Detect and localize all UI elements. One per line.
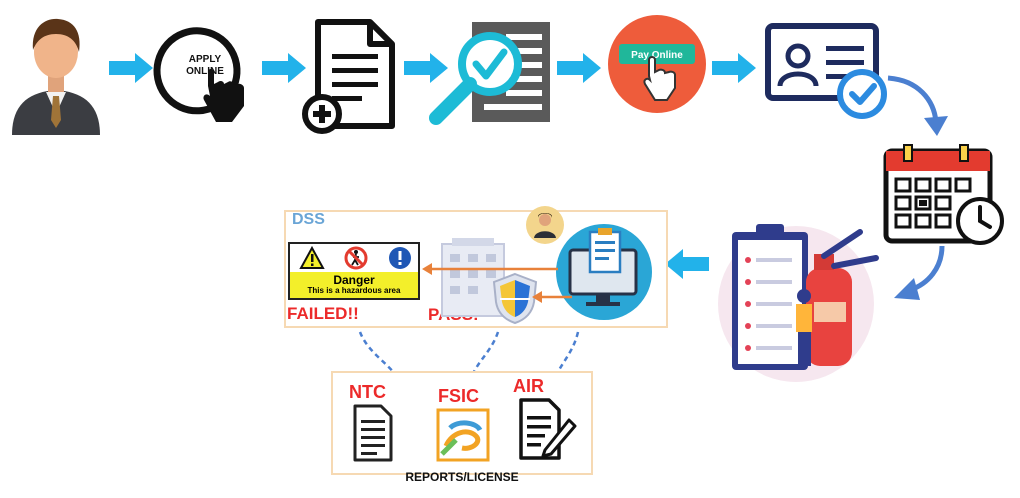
apply-online-line2: ONLINE <box>186 66 224 77</box>
flow-arrow-right <box>712 53 756 83</box>
flow-arrow-right <box>557 53 601 83</box>
danger-band: Danger This is a hazardous area <box>290 272 418 298</box>
pay-online-icon: Pay Online <box>608 15 706 113</box>
failed-label: FAILED!! <box>287 304 359 323</box>
danger-title: Danger <box>333 273 375 287</box>
flow-arrow-right <box>404 53 448 83</box>
exclamation-info-icon <box>389 247 411 269</box>
review-magnifier-icon <box>429 22 550 125</box>
connector-arrow <box>532 291 572 303</box>
pay-online-label: Pay Online <box>631 50 683 61</box>
flow-arrow-right <box>109 53 153 83</box>
new-document-icon <box>302 19 395 134</box>
danger-subtitle: This is a hazardous area <box>307 286 401 295</box>
flow-arrow-right <box>262 53 306 83</box>
air-report-icon <box>519 398 577 460</box>
flow-arrow-left <box>665 249 709 279</box>
verified-profile-card-icon <box>765 23 887 119</box>
reports-caption: REPORTS/LICENSE <box>405 470 519 484</box>
computer-clipboard-icon <box>556 224 652 320</box>
security-shield-icon <box>492 272 538 325</box>
warning-triangle-icon <box>299 245 325 269</box>
flow-arrow-curved <box>894 245 945 300</box>
danger-sign: Danger This is a hazardous area <box>288 242 420 300</box>
connector-arrow <box>422 263 558 275</box>
report-fsic-label: FSIC <box>438 386 480 406</box>
pointing-hand-icon <box>643 56 676 101</box>
no-entry-person-icon <box>344 246 368 270</box>
apply-online-icon: APPLY ONLINE <box>153 27 244 122</box>
applicant-person-icon <box>12 18 100 135</box>
calendar-schedule-icon <box>883 144 1004 245</box>
flow-arrow-curved <box>887 75 948 136</box>
fire-inspection-icon <box>718 224 879 382</box>
inspector-avatar-icon <box>526 206 564 244</box>
ntc-document-icon <box>353 404 393 462</box>
report-ntc-label: NTC <box>349 382 386 402</box>
pointing-hand-icon <box>203 69 244 122</box>
fsic-certificate-icon <box>436 408 490 462</box>
building-icon <box>441 238 505 317</box>
dss-title: DSS <box>292 211 325 228</box>
report-air-label: AIR <box>513 376 544 396</box>
apply-online-line1: APPLY <box>189 54 222 65</box>
